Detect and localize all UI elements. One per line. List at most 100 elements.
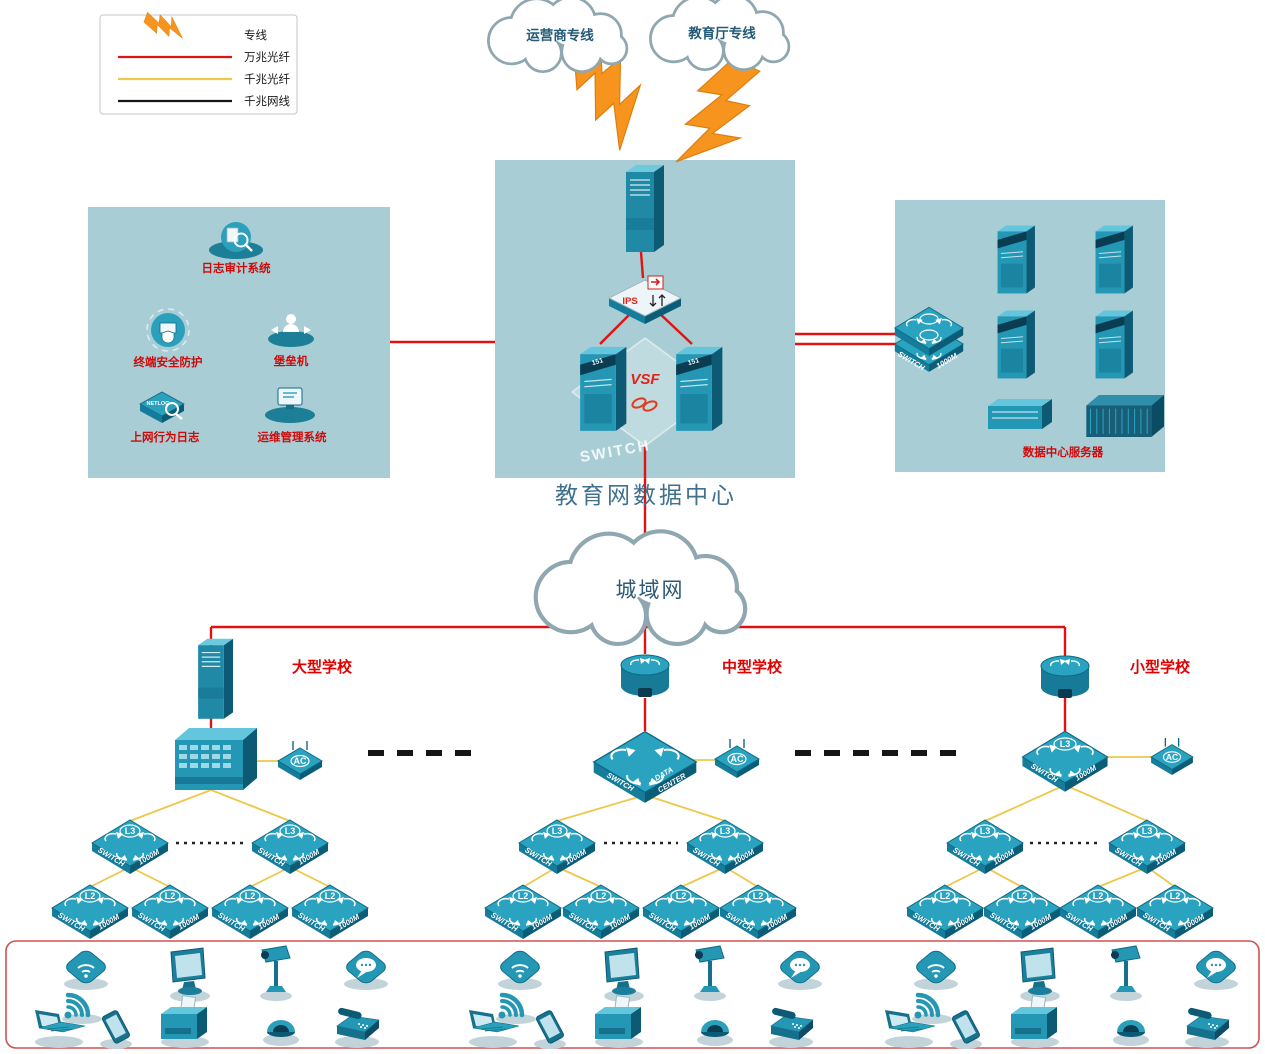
core-l3-switch: L3 SWITCH 1000M (1021, 730, 1109, 793)
l2-badge-label: L2 (1093, 891, 1104, 901)
datacenter-firewall (625, 164, 665, 253)
school-large: 大型学校 AC L3 SWITCH 1000M L3 SWITCH 1000M … (51, 638, 369, 940)
left-arrow-icon (271, 326, 278, 334)
l3-switch: L3 SWITCH 1000M (518, 819, 596, 875)
person-icon (286, 314, 296, 324)
l2-switch: L2 SWITCH 1000M (291, 884, 369, 940)
legend: 专线 万兆光纤 千兆光纤 千兆网线 (99, 8, 298, 115)
bastion-host (268, 314, 314, 347)
l2-badge-label: L2 (940, 891, 951, 901)
school-medium: 中型学校 SWITCH DATA CENTER AC L3 SWITCH 100… (484, 654, 797, 940)
l2-badge-label: L2 (676, 891, 687, 901)
l2-badge-label: L2 (518, 891, 529, 901)
cloud-man: 城域网 (538, 533, 743, 642)
bastion-label: 堡垒机 (274, 354, 309, 368)
l3-badge-label: L3 (980, 826, 991, 836)
ips-device: IPS (607, 275, 683, 324)
l2-switch: L2 SWITCH 1000M (983, 884, 1061, 940)
blade-chassis (1085, 394, 1165, 438)
ac-label: AC (731, 754, 744, 764)
school-medium-label: 中型学校 (722, 658, 783, 676)
updown-arrows-icon (649, 294, 666, 307)
magnifier-icon (233, 232, 249, 248)
cloud-man-label: 城域网 (616, 578, 685, 602)
vsf-switch-left: 151 (579, 346, 627, 432)
datacenter-title: 教育网数据中心 (555, 483, 737, 508)
l2-badge-label: L2 (165, 891, 176, 901)
l2-switch: L2 SWITCH 1000M (642, 884, 720, 940)
rack-server (987, 398, 1053, 430)
cloud-edu: 教育厅专线 (652, 0, 788, 68)
l3-badge-label: L3 (285, 826, 296, 836)
l2-badge-label: L2 (85, 891, 96, 901)
l2-badge-label: L2 (325, 891, 336, 901)
server-panel-label: 数据中心服务器 (1023, 445, 1104, 459)
l3-badge-label: L3 (1142, 826, 1153, 836)
log-audit-system (209, 222, 263, 259)
datacenter-server (997, 224, 1036, 294)
netlog-tile-label: NETLOG (147, 401, 170, 407)
legend-label: 千兆光纤 (244, 72, 290, 86)
ops-mgmt-label: 运维管理系统 (258, 430, 327, 444)
l2-badge-label: L2 (753, 891, 764, 901)
core-chassis (175, 728, 257, 790)
l2-switch: L2 SWITCH 1000M (51, 884, 129, 940)
netlog-system: NETLOG (139, 391, 185, 423)
server-band-label: 151 (591, 357, 604, 367)
ac-label: AC (294, 756, 307, 766)
ops-mgmt-system (265, 387, 315, 423)
l3-switch: L3 SWITCH 1000M (946, 819, 1024, 875)
core-switch-datacenter: SWITCH DATA CENTER (592, 730, 698, 804)
l2-switch: L2 SWITCH 1000M (1136, 884, 1214, 940)
l3-badge-label: L3 (125, 826, 136, 836)
vsf-switch-right: 151 (675, 346, 723, 432)
l2-switch: L2 SWITCH 1000M (131, 884, 209, 940)
l2-switch: L2 SWITCH 1000M (562, 884, 640, 940)
school-large-label: 大型学校 (292, 658, 353, 676)
magnifier-icon (165, 402, 179, 416)
l2-switch: L2 SWITCH 1000M (906, 884, 984, 940)
ac-controller: AC (277, 740, 323, 781)
server-band-label: 151 (687, 357, 700, 367)
ac-label: AC (1166, 752, 1178, 762)
right-arrow-icon (304, 326, 311, 334)
l2-switch: L2 SWITCH 1000M (484, 884, 562, 940)
l3-switch: L3 SWITCH 1000M (1108, 819, 1186, 875)
l2-badge-label: L2 (245, 891, 256, 901)
legend-label: 专线 (244, 28, 267, 42)
school-router (620, 654, 670, 698)
l2-switch: L2 SWITCH 1000M (211, 884, 289, 940)
log-audit-label: 日志审计系统 (202, 261, 271, 275)
school-firewall (197, 638, 234, 720)
net-behavior-label: 上网行为日志 (131, 430, 200, 444)
cloud-isp-label: 运营商专线 (526, 27, 594, 43)
school-small: 小型学校 L3 SWITCH 1000M AC L3 SWITCH 1000M … (906, 655, 1214, 940)
cloud-edu-label: 教育厅专线 (688, 25, 756, 41)
l3-switch: L3 SWITCH 1000M (251, 819, 329, 875)
terminal-protect-label: 终端安全防护 (134, 355, 203, 369)
school-small-label: 小型学校 (1130, 658, 1191, 676)
l2-switch: L2 SWITCH 1000M (1059, 884, 1137, 940)
terminal-protect-system (146, 308, 190, 352)
l3-badge-label: L3 (552, 826, 563, 836)
l3-badge-label: L3 (720, 826, 731, 836)
shield-icon (161, 330, 175, 344)
l2-switch: L2 SWITCH 1000M (719, 884, 797, 940)
ips-label: IPS (622, 296, 637, 307)
vsf-link-icon (631, 397, 658, 412)
datacenter-server (997, 309, 1036, 379)
school-router (1040, 655, 1090, 699)
legend-label: 千兆网线 (244, 94, 290, 108)
l3-badge-label: L3 (1060, 739, 1071, 749)
legend-box (99, 14, 298, 115)
cloud-isp: 运营商专线 (490, 0, 626, 70)
datacenter-server (1095, 224, 1134, 294)
vsf-label: VSF (630, 371, 660, 388)
ac-controller: AC (1150, 737, 1194, 776)
l2-badge-label: L2 (596, 891, 607, 901)
l3-switch: L3 SWITCH 1000M (686, 819, 764, 875)
datacenter-server (1095, 309, 1134, 379)
legend-label: 万兆光纤 (244, 50, 290, 64)
l2-badge-label: L2 (1017, 891, 1028, 901)
